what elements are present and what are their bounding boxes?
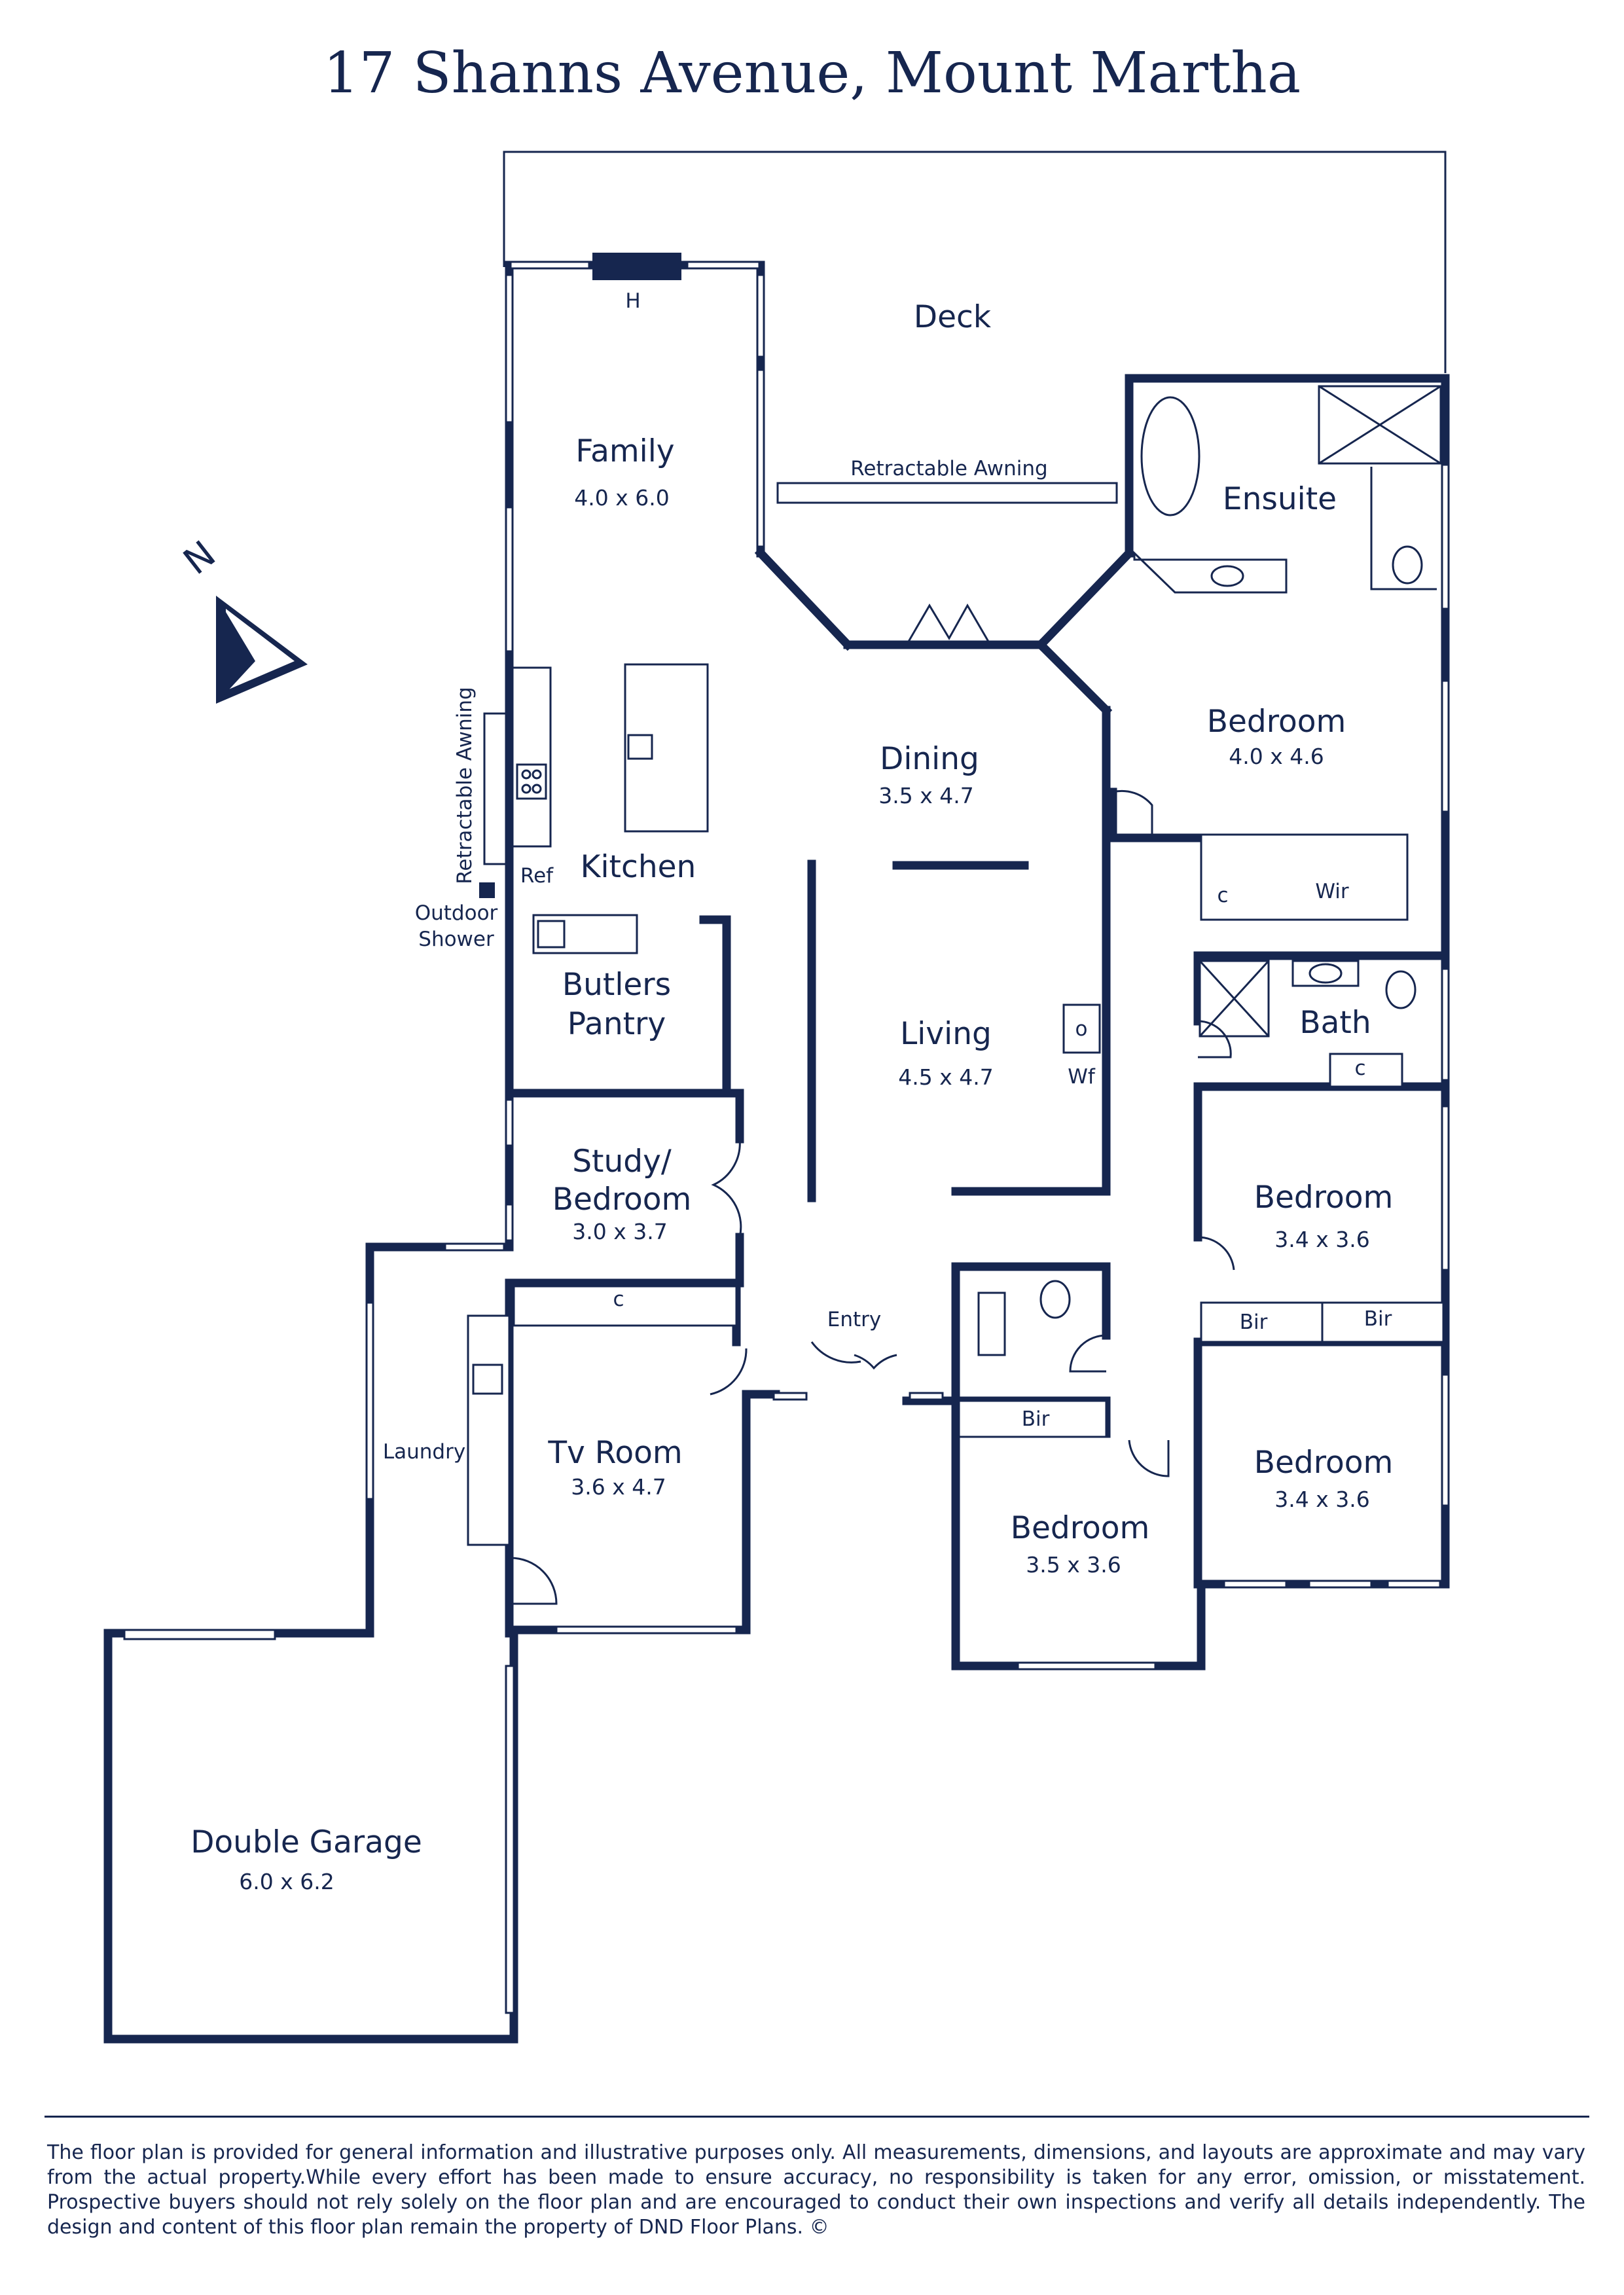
north-compass: N [176,533,308,704]
study-label-2: Bedroom [552,1182,692,1218]
island-sink-icon [627,734,653,760]
tv-label: Tv Room [547,1435,682,1471]
master-bedroom-label: Bedroom [1207,704,1346,740]
bedroom-3-size: 3.4 x 3.6 [1274,1487,1369,1512]
wc-toilet-icon [1039,1280,1071,1319]
wood-fire-icon [1062,1003,1101,1054]
bedroom-4-label: Bedroom [1011,1510,1150,1546]
bir-2-label: Bir [1364,1307,1392,1331]
fireplace-hearth [592,253,681,280]
bath-cupboard [1329,1053,1403,1088]
tv-cupboard [513,1285,738,1327]
windows [123,261,1450,2014]
walls [103,261,1450,2044]
bath-toilet-icon [1385,970,1416,1009]
dining-label: Dining [880,741,979,777]
bir-3 [958,1400,1108,1438]
study-label-1: Study/ [572,1144,672,1180]
bedroom-4-size: 3.5 x 3.6 [1026,1552,1121,1578]
kitchen-label: Kitchen [581,849,696,885]
footer-rule [45,2116,1589,2118]
laundry-tub-icon [472,1364,503,1395]
hearth-label: H [625,289,640,313]
awning-side [483,712,507,865]
wf-label: Wf [1068,1065,1096,1089]
entry-label: Entry [827,1308,881,1331]
pantry-sink-icon [537,920,566,949]
page-title: 17 Shanns Avenue, Mount Martha [323,41,1301,106]
wir-label: Wir [1315,880,1349,903]
kitchen-bench [511,666,552,848]
study-size: 3.0 x 3.7 [572,1219,667,1244]
living-size: 4.5 x 4.7 [898,1064,993,1090]
wf-symbol: o [1075,1017,1088,1041]
family-label: Family [575,433,674,469]
awning-top [776,482,1118,504]
outdoor-shower-label-2: Shower [418,928,494,951]
doors [510,603,1235,1605]
bir-1 [1200,1301,1324,1343]
bir-1-label: Bir [1240,1310,1268,1334]
dining-size: 3.5 x 4.7 [878,783,973,808]
bir-3-label: Bir [1022,1407,1050,1431]
garage-size: 6.0 x 6.2 [239,1869,334,1894]
bedroom-2-size: 3.4 x 3.6 [1274,1227,1369,1252]
bifold-door [907,603,990,642]
deck-boundary [503,151,1447,373]
butlers-label-2: Pantry [568,1006,666,1042]
disclaimer-text: The floor plan is provided for general i… [47,2141,1585,2239]
garage-label: Double Garage [190,1824,422,1860]
tv-size: 3.6 x 4.7 [571,1474,666,1500]
compass-north-label: N [176,533,224,583]
family-size: 4.0 x 6.0 [574,485,669,511]
ensuite-toilet-icon [1392,545,1423,585]
deck-label: Deck [914,299,992,335]
ensuite-label: Ensuite [1223,481,1337,517]
wc-basin-icon [977,1292,1006,1356]
wir-hanging [1200,833,1409,921]
outdoor-shower-label-1: Outdoor [415,901,498,925]
tv-cupboard-label: c [613,1288,624,1311]
bath-tub-icon [1140,396,1200,516]
room-labels: Deck Family 4.0 x 6.0 Dining 3.5 x 4.7 K… [190,299,1393,1894]
wir-cupboard-label: c [1217,884,1228,907]
bath-cupboard-label: c [1354,1057,1365,1080]
butlers-label-1: Butlers [562,967,671,1003]
laundry-label: Laundry [383,1440,465,1464]
vanity-icon [1133,551,1288,594]
awning-top-label: Retractable Awning [850,457,1047,480]
living-label: Living [900,1016,992,1052]
bedroom-3-label: Bedroom [1254,1445,1394,1481]
bath-label: Bath [1299,1005,1371,1041]
fixture-labels: H Retractable Awning Retractable Awning … [415,289,1392,1431]
bir-2 [1321,1301,1445,1343]
ref-label: Ref [520,864,554,888]
cooktop-icon [516,763,547,800]
bedroom-2-label: Bedroom [1254,1180,1394,1216]
outdoor-shower-icon [479,882,495,898]
awning-side-label: Retractable Awning [453,687,477,884]
laundry-bench [467,1314,511,1546]
fixtures [467,253,1445,1546]
master-bedroom-size: 4.0 x 4.6 [1229,744,1324,769]
